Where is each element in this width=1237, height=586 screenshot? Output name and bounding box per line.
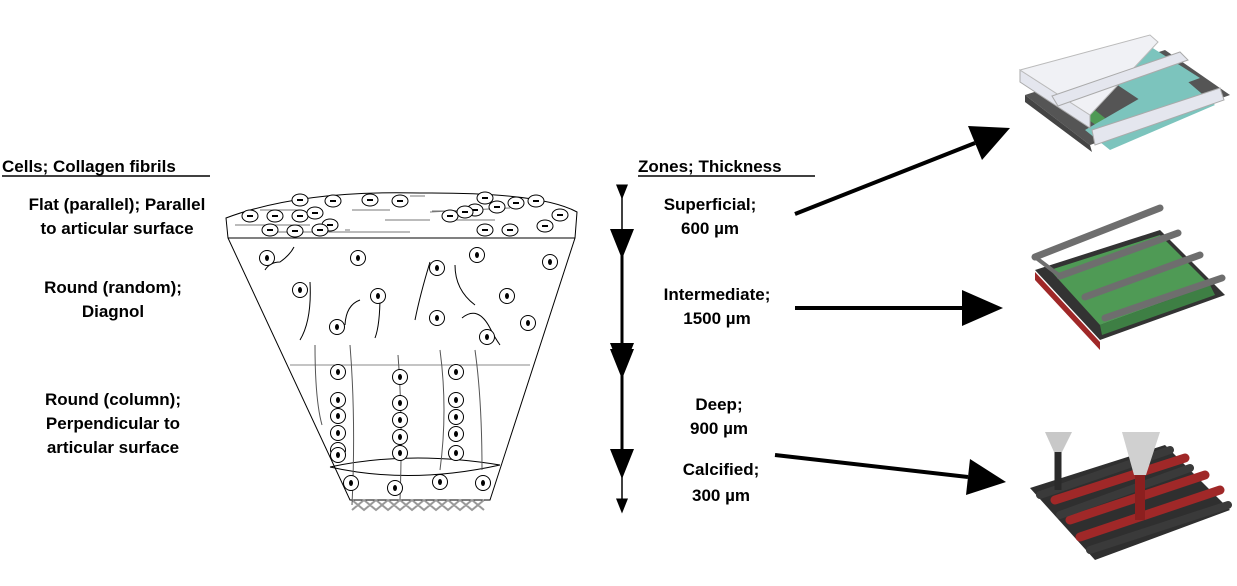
superficial-scaffold-image: [1018, 34, 1230, 152]
tidemark: [329, 457, 501, 476]
cell-nucleus: [336, 413, 340, 419]
cell-nucleus: [398, 417, 402, 423]
cell-nucleus: [335, 324, 339, 330]
arrowhead: [968, 126, 1010, 160]
cell-nucleus: [438, 479, 442, 485]
chondrocyte-cells: [241, 191, 569, 496]
cell-nucleus: [435, 265, 439, 271]
deep-cells-line2: Perpendicular to: [46, 414, 180, 433]
cell-nucleus: [526, 320, 530, 326]
intermediate-zone-name: Intermediate;: [664, 285, 771, 304]
cell-nucleus: [398, 374, 402, 380]
cell-nucleus: [393, 485, 397, 491]
superficial-cells-line2: to articular surface: [40, 219, 193, 238]
arrow-to-superficial-scaffold: [794, 141, 976, 216]
cell-nucleus: [336, 397, 340, 403]
cell-nucleus: [481, 480, 485, 486]
cell-nucleus: [298, 287, 302, 293]
intermediate-cells-line2: Diagnol: [82, 302, 144, 321]
cartilage-schematic: [225, 192, 578, 512]
cell-nucleus: [435, 315, 439, 321]
superficial-zone-name: Superficial;: [664, 195, 757, 214]
cell-nucleus: [548, 259, 552, 265]
cells-collagen-labels: Cells; Collagen fibrils Flat (parallel);…: [2, 157, 210, 457]
cell-nucleus: [454, 414, 458, 420]
cell-nucleus: [336, 369, 340, 375]
cell-nucleus: [454, 431, 458, 437]
calcified-zone-name: Calcified;: [683, 460, 760, 479]
arrowhead: [962, 290, 1003, 326]
cell-nucleus: [475, 252, 479, 258]
cell-nucleus: [485, 334, 489, 340]
arrowhead: [966, 459, 1006, 495]
cartilage-outline: [225, 192, 578, 501]
cell-nucleus: [265, 255, 269, 261]
cell-nucleus: [356, 255, 360, 261]
cell-nucleus: [398, 450, 402, 456]
superficial-zone-thickness: 600 µm: [681, 219, 739, 238]
right-title: Zones; Thickness: [638, 157, 782, 176]
deep-zone-name: Deep;: [695, 395, 742, 414]
left-title: Cells; Collagen fibrils: [2, 157, 176, 176]
scaffold-arrows: [774, 126, 1010, 495]
intermediate-scaffold-image: [1031, 204, 1226, 350]
cell-nucleus: [376, 293, 380, 299]
intermediate-zone-thickness: 1500 µm: [683, 309, 750, 328]
superficial-cells-line1: Flat (parallel); Parallel: [29, 195, 206, 214]
deep-scaffold-image: [1030, 432, 1232, 560]
cell-nucleus: [336, 430, 340, 436]
cell-nucleus: [349, 480, 353, 486]
arrow-to-deep-scaffold: [774, 453, 969, 479]
subchondral-bone-hatch: [351, 498, 485, 512]
zones-thickness-labels: Zones; Thickness Superficial; 600 µm Int…: [638, 157, 815, 505]
calcified-zone-thickness: 300 µm: [692, 486, 750, 505]
cell-nucleus: [505, 293, 509, 299]
intermediate-cells-line1: Round (random);: [44, 278, 182, 297]
cell-nucleus: [454, 450, 458, 456]
cell-nucleus: [454, 369, 458, 375]
deep-cells-line1: Round (column);: [45, 390, 181, 409]
cell-nucleus: [454, 397, 458, 403]
cell-nucleus: [336, 452, 340, 458]
deep-cells-line3: articular surface: [47, 438, 179, 457]
cell-nucleus: [398, 434, 402, 440]
cell-nucleus: [398, 400, 402, 406]
deep-zone-thickness: 900 µm: [690, 419, 748, 438]
